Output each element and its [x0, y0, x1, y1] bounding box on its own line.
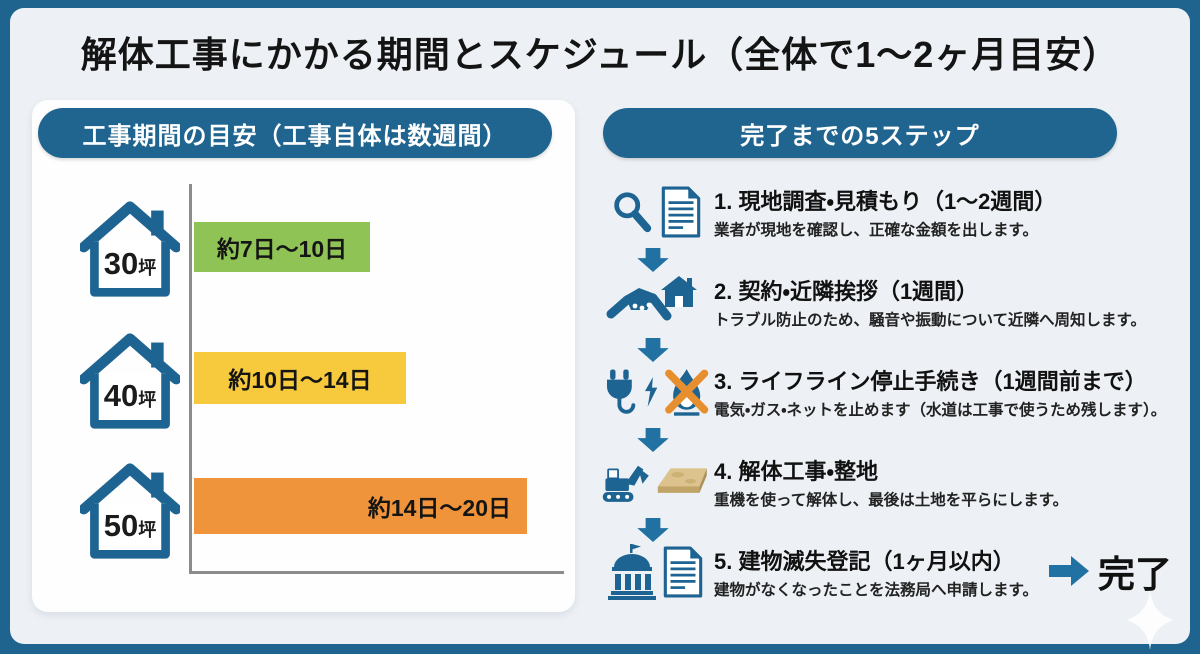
- right-panel-header: 完了までの5ステップ: [603, 108, 1117, 158]
- duration-bar-30: 約7日〜10日: [194, 222, 370, 272]
- step4-icons: [600, 450, 710, 514]
- land-icon: [657, 468, 707, 493]
- page-title: 解体工事にかかる期間とスケジュール（全体で1〜2ヶ月目安）: [80, 34, 1120, 75]
- handshake-icon: [606, 276, 697, 321]
- house-40-icon: 40坪: [78, 328, 182, 434]
- duration-bar-label: 約7日〜10日: [216, 236, 348, 262]
- step1-desc: 業者が現地を確認し、正確な金額を出します。: [714, 222, 1038, 239]
- left-panel-header: 工事期間の目安（工事自体は数週間）: [38, 108, 552, 158]
- bolt-icon: [645, 377, 658, 407]
- step2-desc: トラブル防止のため、騒音や振動について近隣へ周知します。: [714, 312, 1146, 329]
- step3-title: 3. ライフライン停止手続き（1週間前まで）: [714, 369, 1147, 394]
- chart-x-axis: [189, 571, 564, 574]
- step5-desc: 建物がなくなったことを法務局へ申請します。: [714, 582, 1038, 599]
- completion-label: 完了: [1098, 554, 1172, 595]
- step5-title: 5. 建物滅失登記（1ヶ月以内）: [714, 549, 1015, 574]
- chart-y-axis: [189, 184, 192, 573]
- step-down-arrow-icon: [637, 248, 669, 277]
- sparkle-icon: [1122, 590, 1178, 654]
- excavator-icon: [602, 465, 649, 502]
- government-building-icon: [607, 544, 656, 600]
- document-icon: [663, 546, 702, 598]
- step2-title: 2. 契約・近隣挨拶（1週間）: [714, 279, 979, 304]
- no-flame-icon: [664, 369, 708, 416]
- magnifier-icon: [613, 192, 651, 233]
- duration-bar-40: 約10日〜14日: [194, 352, 406, 404]
- step5-icons: [600, 540, 710, 604]
- document-icon: [661, 186, 700, 238]
- duration-bar-50: 約14日〜20日: [194, 478, 527, 534]
- house-50-icon: 50坪: [78, 458, 182, 564]
- house-icon: [661, 276, 697, 307]
- house-size-label: 40坪: [103, 378, 157, 413]
- house-size-label: 50坪: [103, 508, 157, 543]
- step3-icons: [600, 360, 710, 424]
- step1-icons: [600, 180, 710, 244]
- step-down-arrow-icon: [637, 518, 669, 547]
- house-size-label: 30坪: [103, 246, 157, 281]
- duration-bar-label: 約10日〜14日: [228, 367, 372, 393]
- step2-icons: [600, 270, 710, 334]
- step-down-arrow-icon: [637, 428, 669, 457]
- step4-title: 4. 解体工事・整地: [714, 459, 878, 484]
- step-down-arrow-icon: [637, 338, 669, 367]
- step3-desc: 電気・ガス・ネットを止めます（水道は工事で使うため残します）。: [714, 402, 1167, 419]
- x-mark-icon: [664, 369, 708, 414]
- duration-bar-label: 約14日〜20日: [367, 495, 511, 521]
- plug-icon: [606, 369, 636, 414]
- step1-title: 1. 現地調査・見積もり（1〜2週間）: [714, 189, 1057, 214]
- step4-desc: 重機を使って解体し、最後は土地を平らにします。: [714, 492, 1069, 509]
- completion-arrow-icon: [1048, 556, 1090, 591]
- house-30-icon: 30坪: [78, 196, 182, 302]
